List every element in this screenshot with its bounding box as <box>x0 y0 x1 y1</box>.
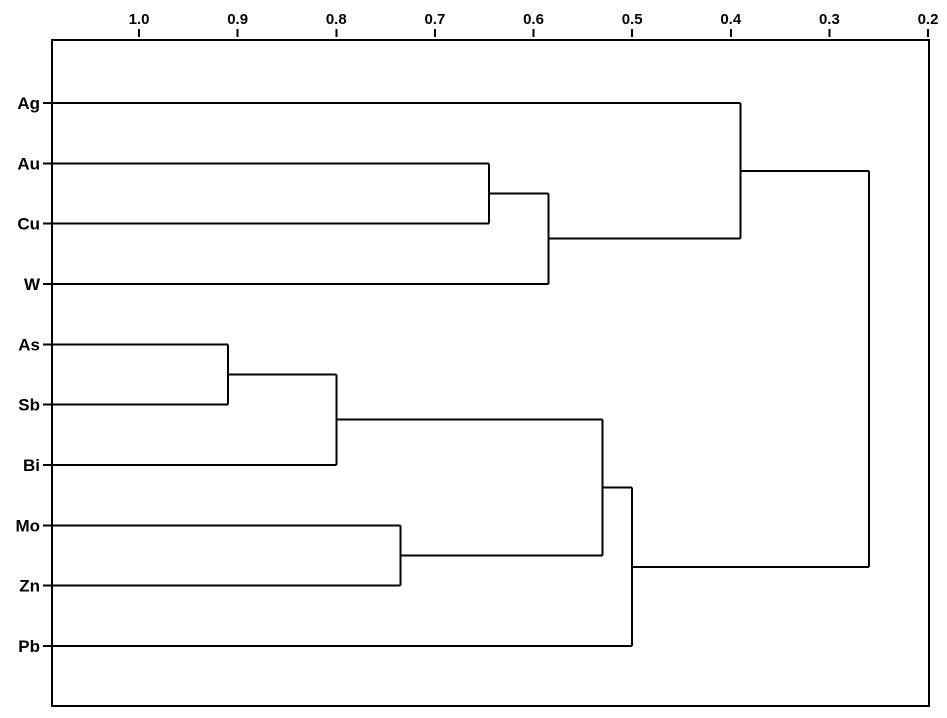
axis-tick-label-0.9: 0.9 <box>227 11 248 28</box>
axis-tick-label-0.7: 0.7 <box>424 11 445 28</box>
leaf-label-cu: Cu <box>17 215 40 234</box>
axis-tick-label-0.5: 0.5 <box>622 11 643 28</box>
leaf-label-zn: Zn <box>19 577 40 596</box>
plot-frame <box>51 39 930 707</box>
axis-tick-label-0.6: 0.6 <box>523 11 544 28</box>
axis-tick-label-1.0: 1.0 <box>129 11 150 28</box>
axis-tick-label-0.2: 0.2 <box>918 11 939 28</box>
axis-tick-label-0.3: 0.3 <box>819 11 840 28</box>
axis-tick-label-0.8: 0.8 <box>326 11 347 28</box>
leaf-label-sb: Sb <box>18 396 40 415</box>
leaf-label-au: Au <box>17 154 40 173</box>
axis-tick-label-0.4: 0.4 <box>720 11 742 28</box>
leaf-label-pb: Pb <box>18 637 40 656</box>
leaf-label-ag: Ag <box>17 94 40 113</box>
leaf-label-mo: Mo <box>15 516 40 535</box>
leaf-label-as: As <box>18 335 40 354</box>
leaf-label-w: W <box>24 275 41 294</box>
leaf-label-bi: Bi <box>23 456 40 475</box>
